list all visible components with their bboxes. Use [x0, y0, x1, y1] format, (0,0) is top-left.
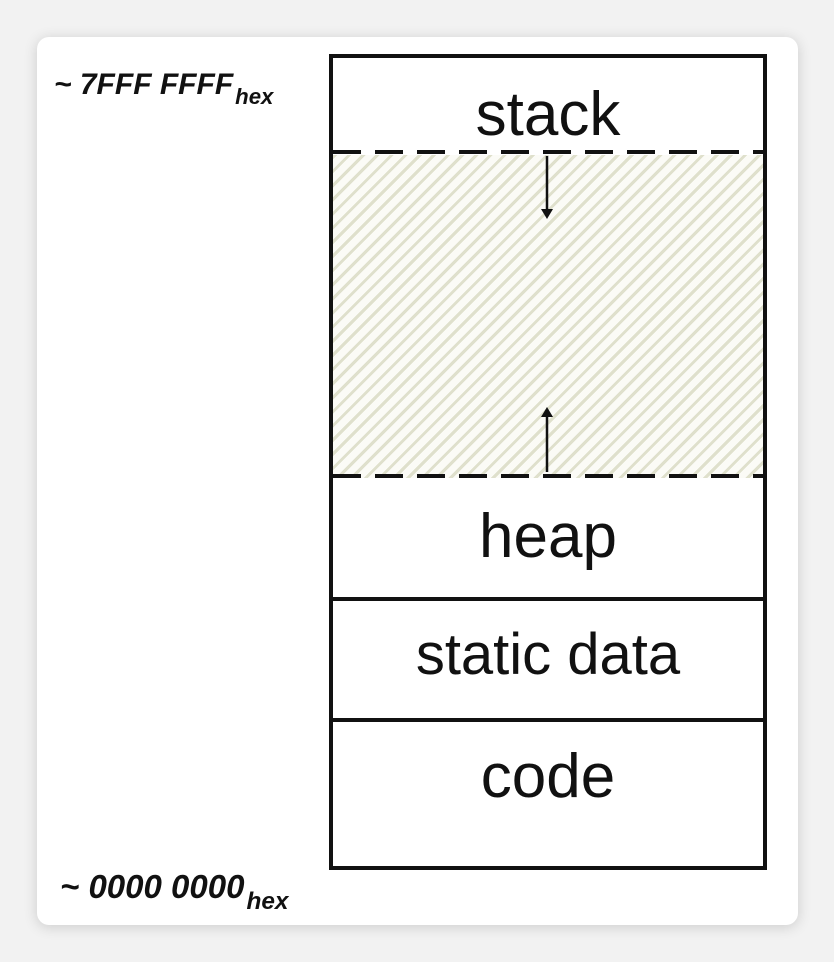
top-address-value: ~ 7FFF FFFF [54, 68, 234, 101]
top-address-subscript: hex [235, 83, 274, 109]
bottom-address-label: ~ 0000 0000hex [60, 868, 289, 914]
heap-static-divider [333, 597, 763, 601]
bottom-address-subscript: hex [246, 887, 289, 915]
segment-static-data-label: static data [415, 622, 681, 687]
static-code-divider [333, 718, 763, 722]
segment-stack-label: stack [475, 80, 621, 149]
segment-code-label: code [480, 742, 616, 811]
segment-heap-label: heap [479, 502, 617, 571]
bottom-address-value: ~ 0000 0000 [60, 868, 245, 905]
memory-layout-box: stack heap static data code [329, 54, 767, 870]
top-address-label: ~ 7FFF FFFFhex [54, 68, 273, 108]
free-space-region [333, 155, 763, 478]
